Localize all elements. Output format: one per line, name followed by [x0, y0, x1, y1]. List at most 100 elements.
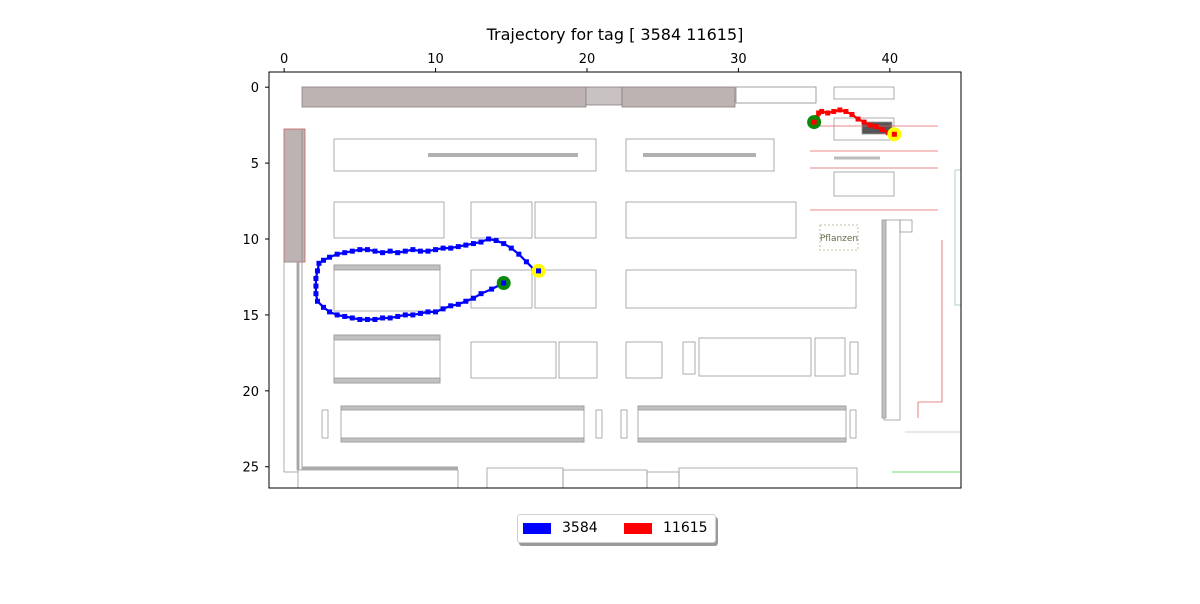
data-point	[313, 275, 319, 281]
data-point	[861, 119, 867, 125]
data-point	[455, 244, 461, 250]
data-point	[334, 251, 340, 257]
data-point	[314, 298, 320, 304]
data-point	[334, 312, 340, 318]
data-point	[501, 280, 507, 286]
data-point	[372, 316, 378, 322]
plot-border	[268, 71, 962, 489]
data-point	[448, 303, 454, 309]
data-point	[321, 257, 327, 263]
data-point	[433, 247, 439, 253]
data-point	[402, 248, 408, 254]
data-point	[831, 108, 837, 114]
data-point	[433, 309, 439, 315]
data-point	[843, 108, 849, 114]
data-point	[417, 248, 423, 254]
data-point	[372, 248, 378, 254]
legend-item-3584: 3584	[523, 520, 598, 536]
data-point	[489, 286, 495, 292]
data-point	[501, 241, 507, 247]
data-point	[470, 241, 476, 247]
y-tick-label: 5	[251, 157, 259, 172]
data-point	[478, 291, 484, 297]
data-point	[816, 110, 822, 116]
y-tick-label: 0	[251, 81, 259, 96]
data-point	[837, 107, 843, 113]
data-point	[825, 110, 831, 116]
data-point	[855, 116, 861, 122]
data-point	[316, 260, 322, 266]
data-point	[819, 108, 825, 114]
legend-label-11615: 11615	[663, 520, 708, 536]
data-point	[470, 295, 476, 301]
data-point	[314, 268, 320, 274]
y-tick-label: 25	[242, 461, 259, 476]
data-point	[387, 315, 393, 321]
data-point	[349, 248, 355, 254]
data-point	[849, 112, 855, 118]
data-point	[891, 131, 897, 137]
data-point	[395, 250, 401, 256]
y-axis-ticks: 0 5 10 15 20 25	[242, 81, 269, 476]
data-point	[364, 247, 370, 253]
x-tick-label: 10	[427, 52, 444, 67]
data-point	[313, 283, 319, 289]
data-point	[410, 312, 416, 318]
data-point	[327, 254, 333, 260]
data-point	[873, 124, 879, 130]
x-tick-label: 0	[280, 52, 288, 67]
data-point	[395, 313, 401, 319]
data-point	[357, 247, 363, 253]
data-point	[867, 122, 873, 128]
data-point	[493, 238, 499, 244]
y-tick-label: 20	[242, 385, 259, 400]
data-point	[342, 313, 348, 319]
data-point	[313, 291, 319, 297]
data-point	[417, 310, 423, 316]
data-point	[380, 315, 386, 321]
legend-swatch-red	[624, 522, 652, 534]
data-point	[536, 268, 542, 274]
data-point	[327, 309, 333, 315]
data-point	[440, 306, 446, 312]
legend: 3584 11615	[517, 514, 716, 543]
legend-item-11615: 11615	[624, 520, 708, 536]
data-point	[879, 127, 885, 133]
series-3584	[313, 236, 546, 322]
data-point	[463, 298, 469, 304]
data-point	[486, 236, 492, 242]
floor-plan-label: Pflanzen	[820, 234, 858, 244]
data-point	[349, 315, 355, 321]
data-point	[425, 309, 431, 315]
plot-frame	[268, 71, 962, 489]
x-tick-label: 30	[730, 52, 747, 67]
chart-title: Trajectory for tag [ 3584 11615]	[486, 25, 744, 44]
data-point	[516, 251, 522, 257]
data-point	[523, 259, 529, 265]
data-point	[321, 304, 327, 310]
y-tick-label: 15	[242, 309, 259, 324]
data-point	[448, 245, 454, 251]
data-point	[342, 250, 348, 256]
data-point	[364, 316, 370, 322]
data-point	[508, 245, 514, 251]
data-point	[440, 245, 446, 251]
data-point	[478, 239, 484, 245]
data-point	[357, 316, 363, 322]
x-tick-label: 20	[579, 52, 596, 67]
data-point	[410, 247, 416, 253]
series-layer	[313, 107, 902, 322]
data-point	[463, 242, 469, 248]
data-point	[425, 248, 431, 254]
data-point	[387, 248, 393, 254]
data-point	[380, 250, 386, 256]
legend-label-3584: 3584	[562, 520, 598, 536]
data-point	[402, 312, 408, 318]
legend-swatch-blue	[523, 522, 551, 534]
data-point	[811, 119, 817, 125]
y-tick-label: 10	[242, 233, 259, 248]
floor-plan-background	[283, 86, 962, 489]
